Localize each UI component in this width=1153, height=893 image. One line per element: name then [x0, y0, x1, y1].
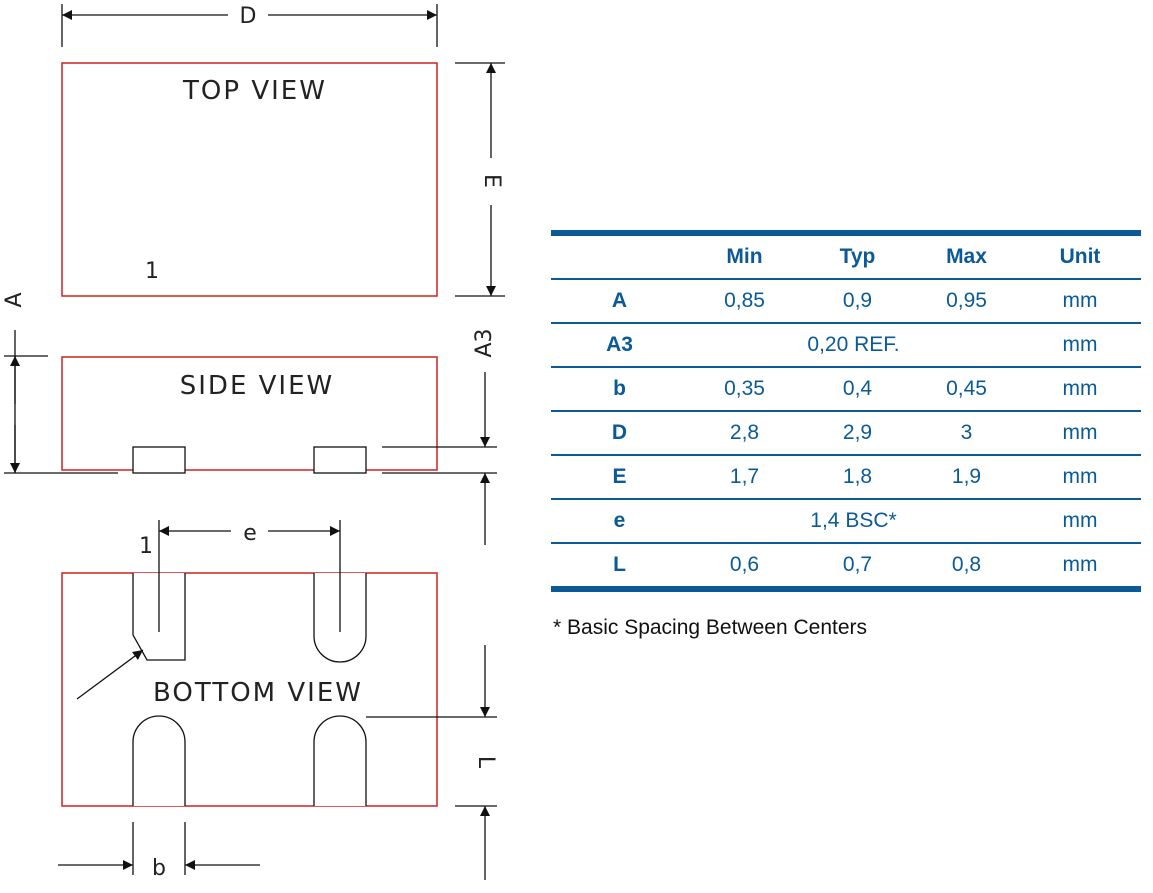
row-min: 0,85: [688, 279, 801, 324]
dimension-a-label: A: [2, 292, 27, 307]
row-param: A: [551, 279, 688, 324]
table-row: L 0,6 0,7 0,8 mm: [551, 543, 1141, 592]
header-param: [551, 230, 688, 280]
table-row: E 1,7 1,8 1,9 mm: [551, 455, 1141, 500]
header-max: Max: [914, 230, 1019, 280]
bottom-view-outline: [61, 572, 438, 807]
row-typ: 0,9: [801, 279, 914, 324]
row-unit: mm: [1019, 279, 1141, 324]
pad-bottom-right: [313, 715, 367, 806]
dimension-l-label: L: [473, 756, 498, 769]
footnote: * Basic Spacing Between Centers: [553, 616, 868, 639]
header-typ: Typ: [801, 230, 914, 280]
dimension-a: [4, 330, 118, 474]
row-unit: mm: [1019, 543, 1141, 592]
row-param: D: [551, 411, 688, 456]
dimension-table: Min Typ Max Unit A 0,85 0,9 0,95 mm A3 0…: [551, 230, 1141, 592]
row-max: 0,45: [914, 367, 1019, 412]
side-view-outline: [61, 356, 438, 471]
top-view-outline: [61, 62, 438, 297]
row-unit: mm: [1019, 367, 1141, 412]
dimension-l: [366, 645, 497, 880]
row-max: 1,9: [914, 455, 1019, 500]
row-param: E: [551, 455, 688, 500]
row-min: 0,35: [688, 367, 801, 412]
row-span-value: 0,20 REF.: [688, 323, 1019, 368]
row-typ: 1,8: [801, 455, 914, 500]
row-span-value: 1,4 BSC*: [688, 499, 1019, 544]
row-min: 1,7: [688, 455, 801, 500]
row-param: e: [551, 499, 688, 544]
bottom-view-label: BOTTOM VIEW: [153, 678, 363, 708]
row-param: L: [551, 543, 688, 592]
dimension-d-label: D: [240, 4, 257, 29]
row-unit: mm: [1019, 323, 1141, 368]
header-unit: Unit: [1019, 230, 1141, 280]
dimension-e-label: E: [479, 174, 504, 188]
row-param: b: [551, 367, 688, 412]
side-lead-left: [132, 446, 186, 474]
dimension-b: [58, 822, 260, 875]
row-min: 2,8: [688, 411, 801, 456]
header-min: Min: [688, 230, 801, 280]
row-max: 3: [914, 411, 1019, 456]
side-view-label: SIDE VIEW: [180, 371, 334, 401]
pin1-leader-arrow: [76, 649, 144, 700]
side-lead-right: [313, 446, 367, 474]
pad-bottom-left: [132, 715, 186, 806]
table-header-row: Min Typ Max Unit: [551, 230, 1141, 280]
row-unit: mm: [1019, 499, 1141, 544]
table-row: e 1,4 BSC* mm: [551, 499, 1141, 544]
dimension-e: [455, 62, 505, 297]
row-unit: mm: [1019, 455, 1141, 500]
table-row: A 0,85 0,9 0,95 mm: [551, 279, 1141, 324]
table-row: D 2,8 2,9 3 mm: [551, 411, 1141, 456]
dimension-a3-label: A3: [472, 328, 497, 357]
table-row: b 0,35 0,4 0,45 mm: [551, 367, 1141, 412]
top-pin1-marker: 1: [145, 259, 159, 284]
table-row: A3 0,20 REF. mm: [551, 323, 1141, 368]
row-typ: 0,7: [801, 543, 914, 592]
row-max: 0,95: [914, 279, 1019, 324]
bottom-pin1-marker: 1: [139, 534, 153, 559]
row-max: 0,8: [914, 543, 1019, 592]
top-view-label: TOP VIEW: [182, 76, 327, 106]
dimension-a3: [382, 372, 497, 545]
dimension-d: [61, 4, 438, 47]
dimension-pitch-e-label: e: [243, 521, 257, 546]
row-typ: 2,9: [801, 411, 914, 456]
row-typ: 0,4: [801, 367, 914, 412]
row-min: 0,6: [688, 543, 801, 592]
row-param: A3: [551, 323, 688, 368]
dimension-b-label: b: [152, 856, 166, 881]
row-unit: mm: [1019, 411, 1141, 456]
